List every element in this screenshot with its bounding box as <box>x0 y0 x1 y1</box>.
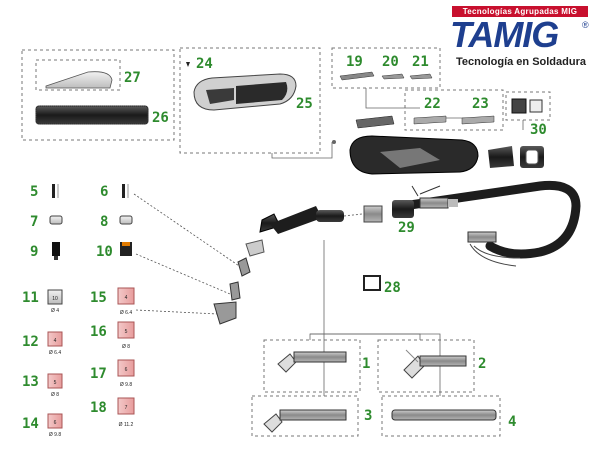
part-numbers: 5 6 7 8 9 10 11 15 12 16 13 17 14 18 19 … <box>22 54 547 432</box>
label-3: 3 <box>364 408 372 424</box>
label-22: 22 <box>424 96 441 112</box>
nozzle-17: 6 Ø 9.8 <box>117 359 135 388</box>
nozzle-15: 4 Ø 6.4 <box>117 287 135 316</box>
label-13: 13 <box>22 374 39 390</box>
label-10: 10 <box>96 244 113 260</box>
box-handle <box>179 47 321 154</box>
registered-mark: ® <box>582 20 589 30</box>
part-25-handle <box>193 73 297 111</box>
label-17: 17 <box>90 366 107 382</box>
label-7: 7 <box>30 214 38 230</box>
part-30 <box>511 98 543 114</box>
label-1: 1 <box>362 356 370 372</box>
label-2: 2 <box>478 356 486 372</box>
label-20: 20 <box>382 54 399 70</box>
part-24-screw <box>186 62 190 67</box>
torch-variant-1 <box>277 351 347 373</box>
box-switch-parts <box>331 47 441 89</box>
label-19: 19 <box>346 54 363 70</box>
label-5: 5 <box>30 184 38 200</box>
svg-text:6: 6 <box>125 367 128 373</box>
label-18: 18 <box>90 400 107 416</box>
label-24: 24 <box>196 56 213 72</box>
label-21: 21 <box>412 54 429 70</box>
label-6: 6 <box>100 184 108 200</box>
box-head-3 <box>251 395 359 437</box>
cap-7 <box>49 215 63 225</box>
box-handle-covers <box>21 49 175 141</box>
cable <box>405 180 581 267</box>
tungsten-6 <box>122 184 129 198</box>
svg-text:10: 10 <box>52 296 58 302</box>
svg-text:Ø 9.8: Ø 9.8 <box>120 382 132 388</box>
exploded-consumables <box>213 239 265 325</box>
box-head-1 <box>263 339 361 393</box>
svg-text:7: 7 <box>125 405 128 411</box>
label-15: 15 <box>90 290 107 306</box>
cap-8 <box>119 215 133 225</box>
svg-text:Ø 11.2: Ø 11.2 <box>119 422 134 428</box>
svg-text:6: 6 <box>54 420 57 426</box>
nozzle-16: 5 Ø 8 <box>117 321 135 350</box>
label-30: 30 <box>530 122 547 138</box>
box-head-2 <box>377 339 475 393</box>
torch-head <box>259 200 414 234</box>
nozzle-11: 10 Ø 4 <box>47 289 63 314</box>
svg-text:Ø 6.4: Ø 6.4 <box>49 350 61 356</box>
switch-parts <box>339 71 495 129</box>
label-28: 28 <box>384 280 401 296</box>
label-9: 9 <box>30 244 38 260</box>
nozzle-13: 5 Ø 8 <box>47 373 63 398</box>
svg-text:4: 4 <box>54 338 57 344</box>
label-16: 16 <box>90 324 107 340</box>
brand-block: Tecnologías Agrupadas MIG TAMIG ® Tecnol… <box>446 4 596 72</box>
label-23: 23 <box>472 96 489 112</box>
label-26: 26 <box>152 110 169 126</box>
torch-variant-3 <box>263 409 347 433</box>
main-handle <box>332 135 544 175</box>
part-26-sleeve <box>35 105 149 125</box>
svg-text:5: 5 <box>54 380 57 386</box>
label-27: 27 <box>124 70 141 86</box>
collet-9 <box>52 242 60 260</box>
svg-text:Ø 4: Ø 4 <box>51 308 59 314</box>
nozzle-12: 4 Ø 6.4 <box>47 331 63 356</box>
label-29: 29 <box>398 220 415 236</box>
collet-10 <box>120 242 132 256</box>
torch-variant-2 <box>403 349 467 379</box>
brand-subtitle: Tecnología en Soldadura <box>456 56 586 68</box>
tungsten-5 <box>52 184 59 198</box>
label-12: 12 <box>22 334 39 350</box>
svg-text:Ø 9.8: Ø 9.8 <box>49 432 61 438</box>
label-14: 14 <box>22 416 39 432</box>
part-27-cover <box>45 71 113 89</box>
brand-logo: TAMIG <box>450 14 559 55</box>
torch-variant-4 <box>391 409 497 421</box>
box-head-4 <box>381 395 501 437</box>
svg-text:5: 5 <box>125 329 128 335</box>
brand-tagline: Tecnologías Agrupadas MIG <box>452 6 588 17</box>
svg-text:4: 4 <box>125 295 128 301</box>
nozzle-14: 6 Ø 9.8 <box>47 413 63 438</box>
label-25: 25 <box>296 96 313 112</box>
part-28 <box>363 275 381 291</box>
group-boxes <box>21 47 551 437</box>
svg-text:Ø 6.4: Ø 6.4 <box>120 310 132 316</box>
label-4: 4 <box>508 414 516 430</box>
svg-text:Ø 8: Ø 8 <box>51 392 59 398</box>
label-11: 11 <box>22 290 39 306</box>
nozzle-18: 7 Ø 11.2 <box>117 397 135 428</box>
svg-text:Ø 8: Ø 8 <box>122 344 130 350</box>
dotted-leaders <box>133 193 249 315</box>
label-8: 8 <box>100 214 108 230</box>
